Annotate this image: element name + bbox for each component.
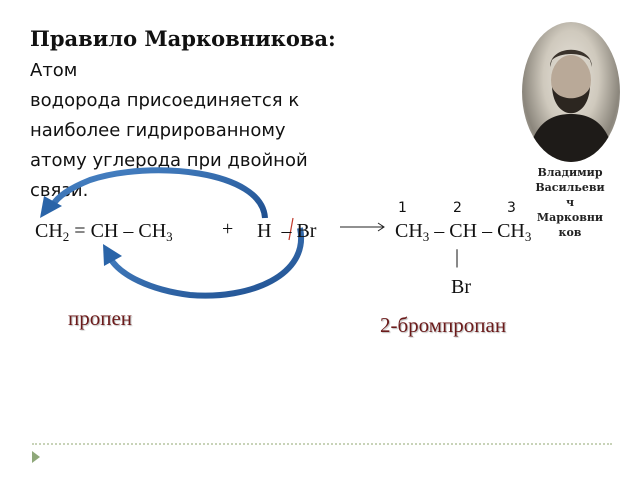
- body-line: водорода присоединяется к: [30, 90, 300, 111]
- hbr-formula: H – Br: [257, 220, 316, 243]
- formula-part: = CH – CH: [69, 220, 167, 242]
- curved-arrow-bottom: [103, 227, 305, 299]
- reaction-arrow: [340, 222, 385, 232]
- formula-part: CH: [395, 220, 423, 242]
- play-triangle-icon: [32, 451, 40, 463]
- subscript: 3: [166, 229, 173, 244]
- slide-title: Правило Марковникова:: [30, 26, 336, 51]
- portrait-caption: Владимир Васильеви ч Марковни ков: [520, 165, 620, 240]
- formula-part: – CH – CH: [429, 220, 525, 242]
- formula-part: CH: [35, 220, 63, 242]
- propene-formula: CH2 = CH – CH3: [35, 220, 173, 245]
- carbon-number: 2: [453, 200, 462, 216]
- caption-line: ков: [558, 226, 582, 239]
- body-line: наиболее гидрированному: [30, 120, 286, 141]
- subscript: 2: [62, 229, 70, 244]
- carbon-number: 1: [398, 200, 407, 216]
- plus-sign: +: [222, 218, 234, 240]
- bond: –: [281, 220, 292, 242]
- footer-divider: [32, 443, 612, 445]
- body-line: атому углерода при двойной: [30, 150, 308, 171]
- bond-break-mark: [288, 217, 294, 241]
- substituent-bromine: Br: [451, 276, 471, 298]
- body-line: Атом: [30, 60, 78, 81]
- product-name: 2-бромпропан: [380, 313, 507, 337]
- caption-line: Марковни: [536, 211, 604, 224]
- subscript: 3: [422, 229, 430, 244]
- subscript: 3: [524, 229, 532, 244]
- caption-line: ч: [565, 196, 575, 209]
- substituent-bond: |: [455, 246, 460, 268]
- hydrogen: H: [257, 220, 272, 242]
- bromine: Br: [296, 220, 317, 242]
- portrait-silhouette: [527, 49, 615, 162]
- markovnikov-portrait: [522, 22, 620, 162]
- caption-line: Владимир: [537, 166, 603, 179]
- curved-arrow-top: [40, 167, 268, 219]
- product-formula: CH3 – CH – CH3: [395, 220, 531, 245]
- carbon-number: 3: [507, 200, 516, 216]
- caption-line: Васильеви: [535, 181, 605, 194]
- reactant-name: пропен: [68, 306, 133, 330]
